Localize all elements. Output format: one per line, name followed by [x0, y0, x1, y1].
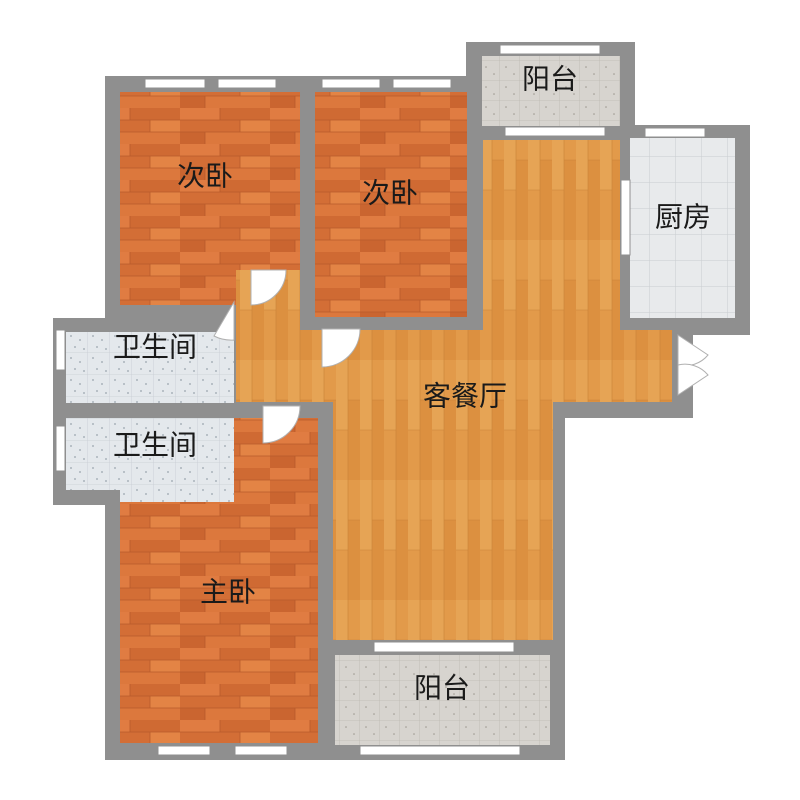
- bedroom-top-left-label: 次卧: [177, 160, 233, 193]
- kitchen-label: 厨房: [655, 201, 711, 234]
- door-bathroom-upper: [213, 300, 235, 341]
- balcony-top-label: 阳台: [522, 63, 578, 96]
- doors: [213, 269, 709, 444]
- living-dining-label: 客餐厅: [423, 380, 507, 413]
- bathroom-upper-label: 卫生间: [113, 331, 197, 364]
- bedroom-top-middle-floor: [315, 92, 467, 317]
- balcony-bottom-label: 阳台: [414, 672, 470, 705]
- windows: [55, 44, 706, 756]
- bathroom-lower-restore: [120, 418, 234, 502]
- balcony-bottom-floor: [335, 655, 550, 745]
- door-master: [262, 405, 301, 444]
- door-bedroom-middle: [321, 328, 361, 368]
- living-dining-floor: [236, 140, 672, 640]
- bedroom-top-middle-label: 次卧: [362, 177, 418, 210]
- bathroom-upper-floor: [66, 332, 234, 403]
- master-bedroom-floor-top: [120, 508, 318, 743]
- door-bedroom-left: [250, 269, 287, 306]
- kitchen-floor: [630, 138, 735, 318]
- balcony-top-floor: [482, 56, 620, 126]
- master-bedroom-label: 主卧: [200, 576, 256, 609]
- bathroom-lower-label: 卫生间: [113, 429, 197, 462]
- door-entry-right-2: [677, 363, 709, 396]
